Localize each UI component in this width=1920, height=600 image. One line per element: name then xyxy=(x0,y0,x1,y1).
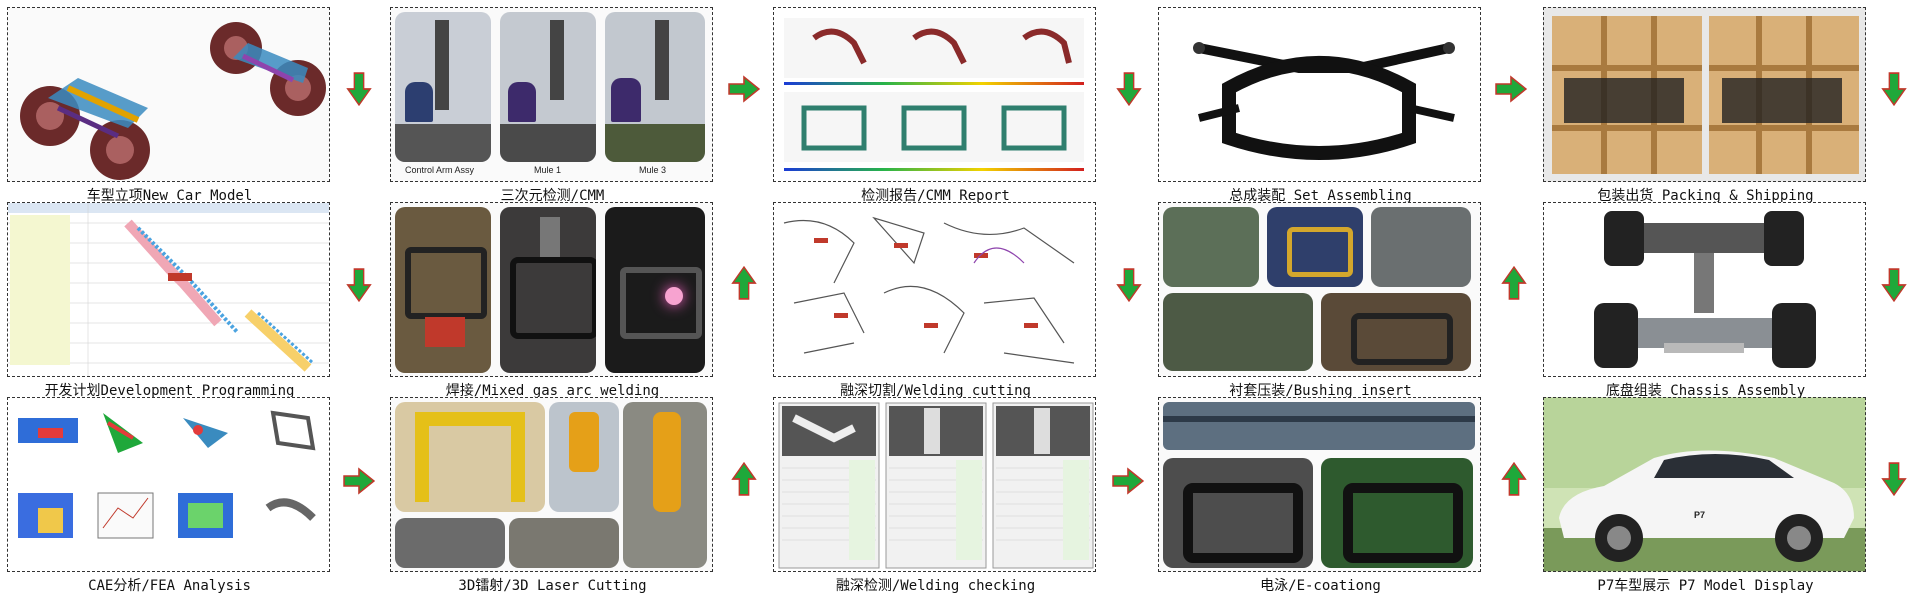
flow-arrow-right-icon xyxy=(1112,466,1140,500)
cmm-sub-label: Control Arm Assy xyxy=(405,165,475,175)
cmm-photo-3 xyxy=(605,12,705,162)
flow-arrow-down-icon xyxy=(345,72,373,106)
fea-analysis-image xyxy=(7,397,330,572)
welding-checking-image xyxy=(773,397,1096,572)
cmm-report-image xyxy=(773,7,1096,182)
p7-car-photo: P7 xyxy=(1543,397,1866,572)
bushing-photo-2 xyxy=(1267,207,1363,287)
welding-photos xyxy=(390,202,713,377)
step-caption: 底盘组装 Chassis Assembly xyxy=(1605,383,1806,399)
cmm-photo-2 xyxy=(500,12,596,162)
welding-photo-2 xyxy=(500,207,596,373)
chassis-render-right xyxy=(210,22,326,116)
step-caption: 电泳/E-coationg xyxy=(1260,578,1381,594)
gantt-chart-image xyxy=(7,202,330,377)
step-caption: 三次元检测/CMM xyxy=(500,188,605,204)
cmm-sub-label: Mule 1 xyxy=(534,165,562,175)
step-caption: 融深切割/Welding cutting xyxy=(840,383,1031,399)
step-caption: 检测报告/CMM Report xyxy=(861,188,1010,204)
cmm-photos: Control Arm Assy Mule 1 Mule 3 xyxy=(390,7,713,182)
bushing-photos xyxy=(1158,202,1481,377)
welding-cutting-drawing xyxy=(773,202,1096,377)
welding-photo-3 xyxy=(605,207,705,373)
e-coating-photo-2 xyxy=(1163,458,1313,568)
step-caption: 融深检测/Welding checking xyxy=(835,578,1036,594)
check-sheet-3 xyxy=(992,402,1094,569)
step-caption: 车型立项New Car Model xyxy=(86,188,253,204)
e-coating-line-photo xyxy=(1163,402,1475,450)
bushing-photo-3 xyxy=(1371,207,1471,287)
new-car-model-image xyxy=(7,7,330,182)
flow-arrow-up-icon xyxy=(730,266,758,300)
flow-arrow-down-icon xyxy=(1880,72,1908,106)
bushing-photo-5 xyxy=(1321,293,1471,371)
step-caption: 3D镭射/3D Laser Cutting xyxy=(458,578,647,594)
step-caption: P7车型展示 P7 Model Display xyxy=(1597,578,1814,594)
bushing-photo-4 xyxy=(1163,293,1313,371)
report-page-top xyxy=(784,18,1084,85)
set-assembling-image xyxy=(1158,7,1481,182)
step-caption: 衬套压装/Bushing insert xyxy=(1229,383,1412,399)
laser-photo-4 xyxy=(395,518,505,568)
laser-photo-2 xyxy=(549,402,619,512)
step-caption: 包装出货 Packing & Shipping xyxy=(1597,188,1814,204)
e-coating-photo-3 xyxy=(1321,458,1473,568)
flow-arrow-right-icon xyxy=(728,74,756,108)
flow-arrow-right-icon xyxy=(343,466,371,500)
laser-cutting-photos xyxy=(390,397,713,572)
cmm-photo-1 xyxy=(395,12,491,162)
step-caption: 焊接/Mixed gas arc welding xyxy=(445,383,660,399)
step-caption: CAE分析/FEA Analysis xyxy=(88,578,251,594)
laser-photo-5 xyxy=(509,518,619,568)
flow-arrow-down-icon xyxy=(1880,268,1908,302)
cmm-sub-label: Mule 3 xyxy=(639,165,667,175)
bushing-photo-1 xyxy=(1163,207,1259,287)
flow-arrow-down-icon xyxy=(345,268,373,302)
flow-arrow-down-icon xyxy=(1115,72,1143,106)
flow-arrow-down-icon xyxy=(1115,268,1143,302)
packing-image xyxy=(1543,7,1866,182)
flow-arrow-up-icon xyxy=(1500,462,1528,496)
welding-photo-1 xyxy=(395,207,491,373)
step-caption: 总成装配 Set Assembling xyxy=(1229,188,1412,204)
chassis-render-left xyxy=(20,78,150,180)
flow-arrow-right-icon xyxy=(1495,74,1523,108)
car-badge: P7 xyxy=(1694,510,1706,520)
laser-photo-3 xyxy=(623,402,707,568)
flow-arrow-down-icon xyxy=(1880,462,1908,496)
laser-photo-1 xyxy=(395,402,545,512)
e-coating-photos xyxy=(1158,397,1481,572)
chassis-assembly-image xyxy=(1543,202,1866,377)
step-caption: 开发计划Development Programming xyxy=(44,383,295,399)
flow-arrow-up-icon xyxy=(730,462,758,496)
report-page-bottom xyxy=(784,92,1084,171)
flow-arrow-up-icon xyxy=(1500,266,1528,300)
